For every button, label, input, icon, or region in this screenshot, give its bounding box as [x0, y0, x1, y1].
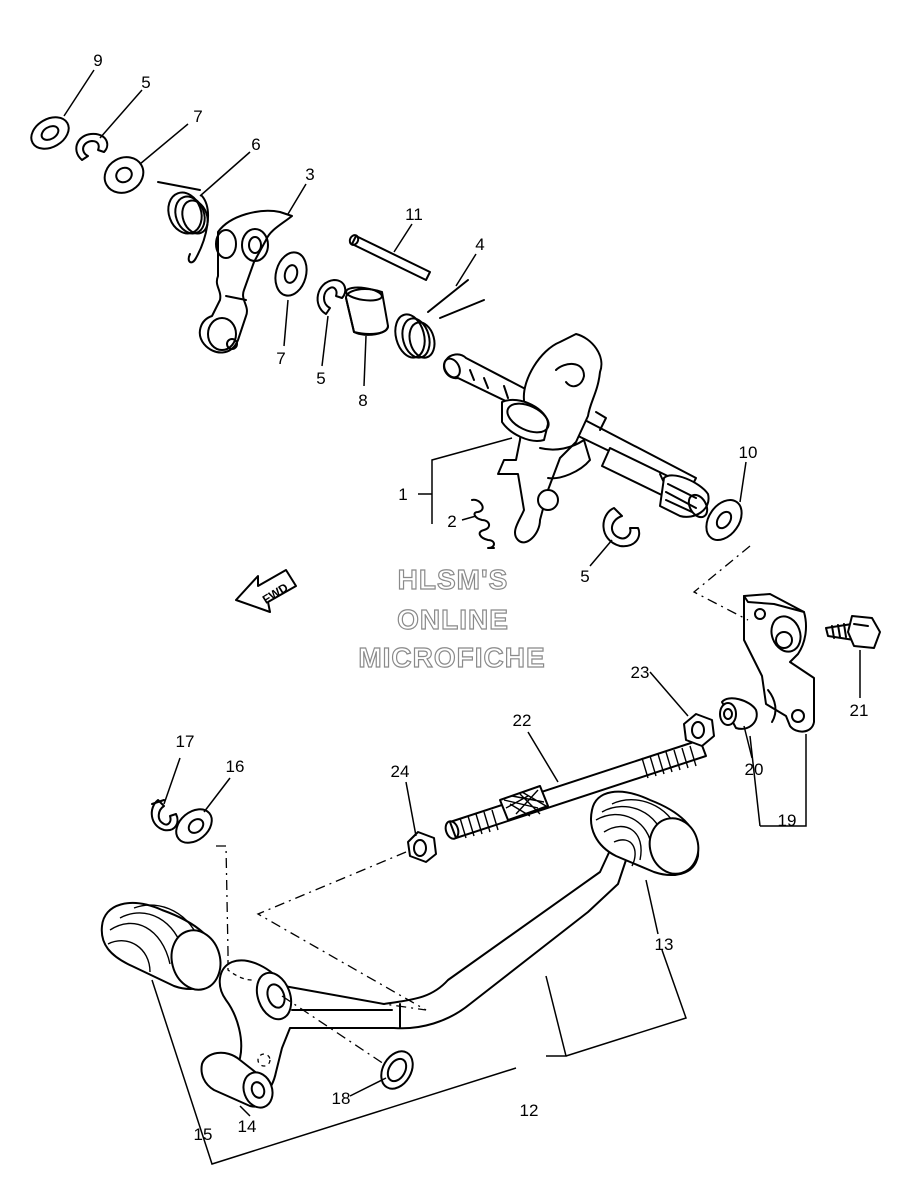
part-5-circlip-lower	[602, 507, 641, 548]
callout-labels: 9 5 7 6 3 11 4 7 5 8 10 1 2 5 23 21 22 1…	[93, 51, 868, 1144]
callout-13: 13	[655, 935, 674, 954]
callout-12: 12	[520, 1101, 539, 1120]
part-7-washer-upper	[103, 156, 145, 194]
part-15-footrest-rubber-front	[100, 902, 222, 991]
part-11-pin	[348, 234, 431, 281]
callout-2: 2	[447, 512, 456, 531]
part-6-torsion-spring	[157, 181, 209, 264]
callout-3: 3	[305, 165, 314, 184]
part-1-shift-arm-plate	[497, 333, 607, 544]
callout-15: 15	[194, 1125, 213, 1144]
callout-7-upper: 7	[193, 107, 202, 126]
part-22-shift-rod	[444, 739, 707, 840]
callout-17: 17	[176, 732, 195, 751]
callout-9: 9	[93, 51, 102, 70]
callout-4: 4	[475, 235, 484, 254]
callout-11: 11	[405, 205, 423, 224]
callout-8: 8	[358, 391, 367, 410]
part-5-circlip-upper	[75, 132, 109, 161]
callout-16: 16	[226, 757, 245, 776]
part-2-spring	[471, 498, 495, 549]
part-9-washer	[30, 116, 70, 150]
callout-1: 1	[398, 485, 407, 504]
part-21-bolt	[825, 615, 881, 649]
part-19-shift-lever-assembly	[743, 593, 815, 733]
watermark: HLSM'S ONLINE MICROFICHE	[358, 563, 546, 673]
watermark-line-3: MICROFICHE	[358, 642, 545, 673]
alignment-lines	[216, 545, 751, 1065]
fwd-direction-arrow-icon: FWD	[235, 569, 297, 613]
part-5-circlip-middle	[316, 279, 347, 315]
callout-10: 10	[739, 443, 758, 462]
callout-18: 18	[332, 1089, 351, 1108]
part-23-nut	[683, 713, 715, 747]
callout-22: 22	[513, 711, 532, 730]
part-20-collar	[719, 697, 758, 730]
part-12-shift-pedal	[218, 845, 627, 1104]
callout-5-lower: 5	[580, 567, 589, 586]
callout-21: 21	[850, 701, 869, 720]
part-13-footrest-rubber-rear	[590, 790, 700, 876]
callout-19: 19	[778, 811, 797, 830]
callout-20: 20	[745, 760, 764, 779]
callout-23: 23	[631, 663, 650, 682]
part-18-washer	[380, 1050, 414, 1090]
callout-7-middle: 7	[276, 349, 285, 368]
leader-lines	[63, 69, 861, 1165]
callout-5-middle: 5	[316, 369, 325, 388]
part-7-washer-middle	[274, 251, 308, 297]
part-24-nut	[407, 831, 437, 863]
watermark-line-1: HLSM'S	[398, 564, 509, 595]
part-10-washer	[705, 499, 743, 541]
callout-5-upper: 5	[141, 73, 150, 92]
part-16-washer	[175, 808, 213, 844]
part-8-collar	[345, 286, 389, 336]
watermark-line-2: ONLINE	[397, 604, 509, 635]
part-4-return-spring	[394, 279, 485, 359]
part-3-shift-arm	[198, 209, 293, 354]
part-14-bushing	[200, 1051, 274, 1109]
callout-6: 6	[251, 135, 260, 154]
part-17-circlip	[150, 799, 179, 832]
callout-14: 14	[238, 1117, 257, 1136]
callout-24: 24	[391, 762, 410, 781]
